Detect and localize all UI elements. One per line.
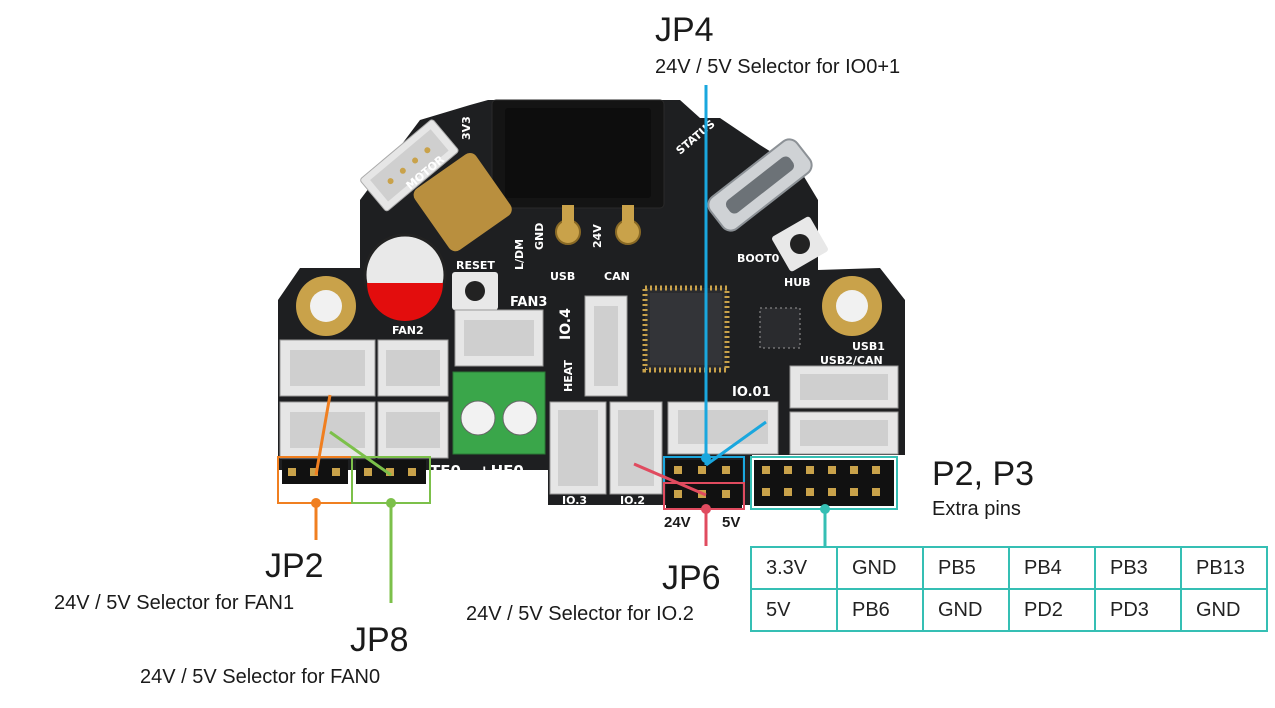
silk-ldm: L/DM bbox=[513, 239, 526, 270]
silk-te0: TE0 bbox=[430, 462, 461, 480]
jp6-label-24v: 24V bbox=[664, 514, 691, 531]
pin-cell: PB13 bbox=[1181, 547, 1267, 589]
silk-24v: 24V bbox=[591, 224, 604, 248]
silk-io3: IO.3 bbox=[562, 494, 587, 507]
extra-pins-table: 3.3V GND PB5 PB4 PB3 PB13 5V PB6 GND PD2… bbox=[750, 546, 1268, 632]
silk-io4: IO.4 bbox=[558, 308, 574, 340]
extra-pins-row: 5V PB6 GND PD2 PD3 GND bbox=[751, 589, 1267, 631]
p2-p3-header bbox=[754, 460, 894, 506]
p2p3-title: P2, P3 bbox=[932, 456, 1034, 492]
p2p3-desc: Extra pins bbox=[932, 498, 1021, 520]
silk-io01: IO.01 bbox=[732, 385, 771, 400]
silk-usb2can: USB2/CAN bbox=[820, 354, 883, 367]
silk-he0: +HE0- bbox=[478, 462, 530, 480]
jp8-label-24v: 24V bbox=[358, 486, 382, 499]
jp8-header bbox=[356, 460, 426, 484]
jp6-title: JP6 bbox=[662, 560, 721, 596]
jp4-jp6-header bbox=[666, 460, 742, 510]
pin-cell: PB5 bbox=[923, 547, 1009, 589]
silk-fan2: FAN2 bbox=[392, 324, 424, 337]
pin-cell: 3.3V bbox=[751, 547, 837, 589]
jp6-desc: 24V / 5V Selector for IO.2 bbox=[466, 603, 694, 625]
jp8-title: JP8 bbox=[350, 622, 409, 658]
jp4-desc: 24V / 5V Selector for IO0+1 bbox=[655, 56, 900, 78]
silk-can: CAN bbox=[604, 270, 630, 283]
silk-io2: IO.2 bbox=[620, 494, 645, 507]
silk-reset: RESET bbox=[456, 259, 495, 272]
pin-cell: PD3 bbox=[1095, 589, 1181, 631]
pin-cell: 5V bbox=[751, 589, 837, 631]
pin-cell: PB4 bbox=[1009, 547, 1095, 589]
hub-chip bbox=[760, 308, 800, 348]
jp8-label-5v: 5V bbox=[407, 486, 424, 499]
silk-fan3: FAN3 bbox=[510, 295, 547, 310]
jp8-desc: 24V / 5V Selector for FAN0 bbox=[140, 666, 380, 688]
extra-pins-row: 3.3V GND PB5 PB4 PB3 PB13 bbox=[751, 547, 1267, 589]
pin-cell: GND bbox=[923, 589, 1009, 631]
pin-cell: GND bbox=[1181, 589, 1267, 631]
jp2-label-5v: 5V bbox=[333, 486, 350, 499]
jp2-header bbox=[282, 460, 348, 484]
silk-gnd: GND bbox=[533, 223, 546, 250]
jp2-desc: 24V / 5V Selector for FAN1 bbox=[54, 592, 294, 614]
jp4-title: JP4 bbox=[655, 12, 714, 48]
silk-usb: USB bbox=[550, 270, 575, 283]
jp6-label-5v: 5V bbox=[722, 514, 740, 531]
pin-cell: PD2 bbox=[1009, 589, 1095, 631]
pin-cell: PB3 bbox=[1095, 547, 1181, 589]
jp2-label-24v: 24V bbox=[286, 486, 310, 499]
silk-usb1: USB1 bbox=[852, 340, 885, 353]
jp2-title: JP2 bbox=[265, 548, 324, 584]
silk-3v3: 3V3 bbox=[460, 116, 473, 140]
silk-heat: HEAT bbox=[562, 360, 575, 392]
pin-cell: GND bbox=[837, 547, 923, 589]
pin-cell: PB6 bbox=[837, 589, 923, 631]
silk-boot0: BOOT0 bbox=[737, 252, 780, 265]
silk-hub: HUB bbox=[784, 276, 811, 289]
